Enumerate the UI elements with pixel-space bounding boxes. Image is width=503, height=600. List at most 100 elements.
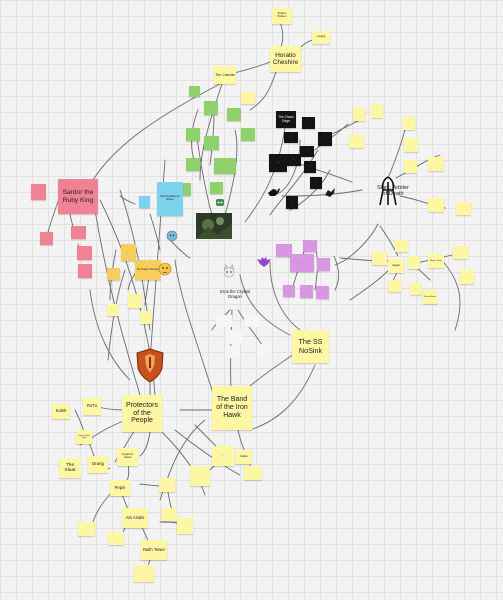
note-right-13[interactable]: ···	[453, 246, 468, 259]
note-right-8[interactable]: ···	[428, 198, 444, 212]
note-purple-5[interactable]: ···	[300, 285, 313, 298]
note-black-8[interactable]: ···	[310, 177, 322, 189]
note-right-11[interactable]: ···	[372, 252, 387, 265]
tiger-icon[interactable]	[158, 262, 172, 276]
note-red-1[interactable]: ···	[31, 184, 46, 200]
note-black-7[interactable]: ···	[304, 161, 316, 173]
note-raith-tower[interactable]: Raith Tower	[141, 540, 167, 560]
note-blue-1[interactable]: ···	[139, 196, 150, 208]
note-drang[interactable]: Drang	[88, 456, 108, 473]
note-purple-1[interactable]: ···	[303, 240, 317, 252]
note-right-5[interactable]: ···	[404, 138, 418, 152]
note-black-4[interactable]: ···	[300, 146, 314, 157]
note-band[interactable]: The Band of the Iron Hawk	[212, 386, 252, 430]
note-mid-7[interactable]: ······	[212, 446, 234, 466]
photo-icon[interactable]	[196, 213, 232, 239]
note-kolek[interactable]: Kolek	[52, 404, 70, 419]
note-orange-2[interactable]: ···	[107, 268, 120, 280]
note-green-3[interactable]: ···	[186, 128, 200, 141]
note-mid-3[interactable]: ···	[177, 518, 193, 534]
note-green-7[interactable]: ···	[227, 108, 241, 121]
note-sardor[interactable]: Sardor the Ruby King	[58, 179, 98, 214]
note-ato-analis[interactable]: Ato Analis	[122, 508, 148, 528]
note-grey-2[interactable]: ···	[244, 315, 260, 327]
note-pepin[interactable]: Pepin	[110, 480, 130, 496]
note-black-2[interactable]: ···	[284, 132, 298, 143]
note-mid-2[interactable]: ···	[162, 508, 177, 521]
note-red-5[interactable]: ···	[78, 264, 92, 278]
note-horatio-cheshire[interactable]: Horatio Cheshire	[270, 46, 301, 72]
note-green-1[interactable]: ···	[189, 86, 200, 97]
note-caught[interactable]: Caught the Ireland	[117, 448, 138, 466]
note-right-14[interactable]: ···	[388, 280, 401, 292]
note-right-1[interactable]: ···	[353, 108, 365, 121]
note-catcher[interactable]: The Catcher	[214, 66, 236, 84]
note-left-yellow-2[interactable]: ···	[128, 294, 142, 308]
note-longing[interactable]: Longing	[312, 31, 330, 44]
note-grey-3[interactable]: ···	[226, 330, 242, 344]
note-right-9[interactable]: ···	[456, 202, 471, 215]
note-rotu[interactable]: RoTu	[83, 398, 101, 415]
note-right-6[interactable]: ···	[428, 157, 444, 171]
note-green-4[interactable]: ···	[204, 136, 219, 150]
note-black-5[interactable]: ···	[286, 154, 301, 166]
note-chaos-siege-green[interactable]: ······	[214, 158, 236, 174]
lion-icon[interactable]	[166, 230, 178, 242]
note-mid-8[interactable]: ······	[190, 466, 210, 486]
note-right-16[interactable]: ···	[460, 270, 474, 284]
note-right-12[interactable]: ···	[408, 256, 420, 269]
note-magic-ocean[interactable]: Magic Ocean	[428, 254, 444, 268]
note-red-3[interactable]: ···	[40, 232, 53, 245]
note-grey-4[interactable]: ···	[225, 346, 240, 358]
note-protectors[interactable]: Protectors of the People	[122, 395, 162, 432]
note-purple-main[interactable]: ········	[290, 254, 314, 272]
note-wyvern[interactable]: Wyvernwraiths the Shaver	[157, 182, 183, 216]
note-black-1[interactable]: ···	[302, 117, 315, 129]
note-mid-4[interactable]: ···	[78, 522, 95, 536]
note-left-yellow-1[interactable]: ···	[107, 304, 118, 316]
note-mid-9[interactable]: ···	[244, 466, 262, 480]
note-red-2[interactable]: ···	[71, 226, 86, 239]
note-jagan[interactable]: Jagan	[388, 259, 404, 273]
note-slaat[interactable]: The Slaat	[59, 458, 81, 478]
skull-icon[interactable]	[377, 176, 399, 206]
note-green-2[interactable]: ···	[204, 101, 218, 115]
note-green-5[interactable]: ···	[186, 158, 200, 171]
note-grey-5[interactable]: ···	[257, 344, 271, 356]
note-left-yellow-3[interactable]: ···	[140, 311, 152, 324]
note-black-3[interactable]: ···	[318, 132, 332, 146]
note-sunset[interactable]: Sunset Birds	[423, 290, 437, 304]
dragon-icon[interactable]	[324, 187, 336, 198]
note-green-6[interactable]: ···	[241, 128, 255, 141]
note-mid-1[interactable]: ···	[159, 478, 175, 492]
note-shadow-brothers[interactable]: Shadow Brothers	[272, 8, 292, 24]
note-purple-4[interactable]: ···	[283, 285, 295, 297]
note-right-3[interactable]: ···	[349, 135, 364, 148]
note-grey-1[interactable]: ···	[216, 315, 232, 327]
label-eros[interactable]: Eros the Crystal Dragon	[220, 289, 250, 299]
note-orange-1[interactable]: ···	[121, 244, 136, 261]
note-right-10[interactable]: ···	[395, 240, 408, 252]
note-capital[interactable]: Capital of the Land	[76, 430, 92, 444]
note-right-15[interactable]: ···	[410, 283, 422, 295]
note-ss-nosink[interactable]: The SS NoSink	[292, 330, 329, 363]
bat-icon[interactable]	[257, 256, 271, 268]
note-black-6[interactable]: ······	[269, 154, 287, 172]
note-right-2[interactable]: ···	[371, 104, 383, 118]
note-chaos-siege[interactable]: The Chaos Siege	[276, 111, 296, 128]
robot-icon[interactable]	[214, 196, 226, 208]
note-right-7[interactable]: ···	[404, 160, 417, 173]
cat-face-icon[interactable]	[222, 264, 236, 278]
note-green-8[interactable]: ···	[210, 182, 223, 194]
note-dragon-mountain[interactable]: The Dragon Mountain	[135, 260, 161, 280]
note-purple-3[interactable]: ···	[317, 258, 330, 271]
note-mid-6[interactable]: ···	[134, 565, 154, 582]
note-mid-5[interactable]: ···	[108, 532, 124, 545]
note-purple-6[interactable]: ···	[316, 286, 329, 299]
note-black-9[interactable]: ···	[286, 196, 298, 209]
note-iodesk[interactable]: Iodesk	[236, 450, 252, 464]
note-purple-2[interactable]: ···	[276, 244, 292, 257]
note-red-4[interactable]: ···	[77, 246, 92, 260]
note-right-4[interactable]: ···	[403, 116, 415, 130]
